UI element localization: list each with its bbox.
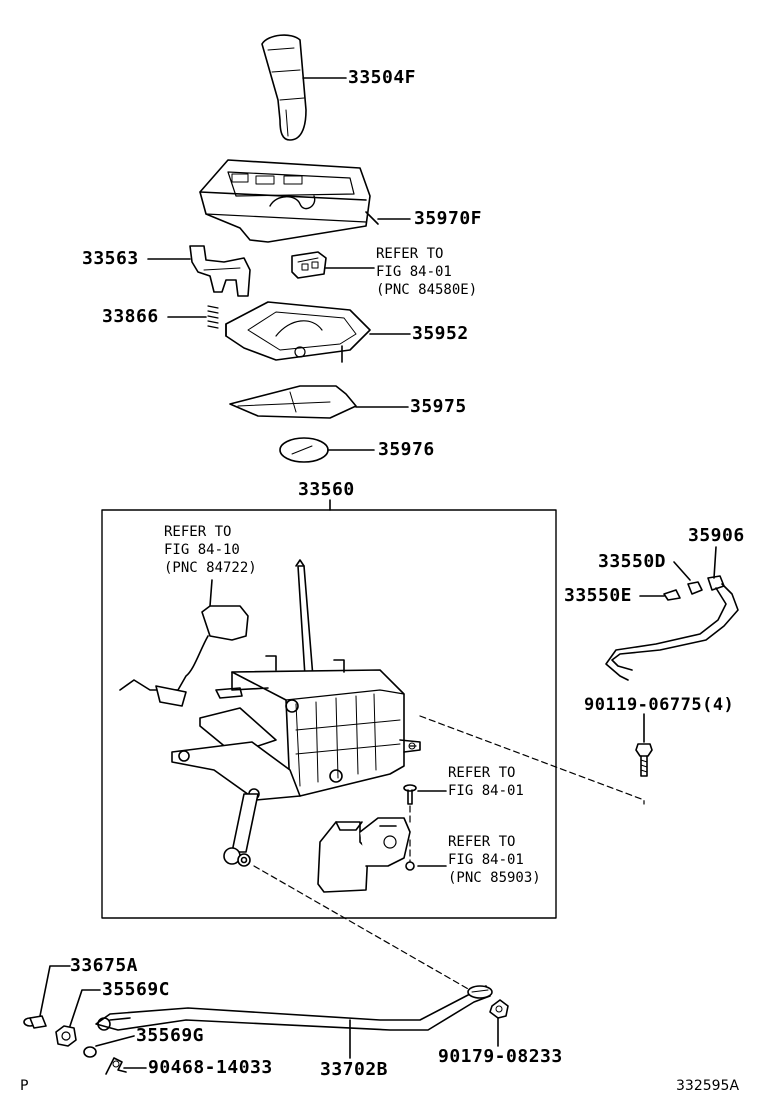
shift-knob <box>261 34 307 141</box>
washer-35569G <box>83 1046 97 1058</box>
control-link <box>223 793 259 867</box>
shifter-housing <box>171 655 421 801</box>
assembly-box <box>101 509 557 919</box>
lever-bracket <box>189 245 251 297</box>
connector-box <box>291 251 327 279</box>
ref-line: FIG 84-10 <box>164 542 240 558</box>
label-33675A: 33675A <box>70 955 139 976</box>
leader-33675A <box>39 965 71 1017</box>
ref-line: (PNC 84722) <box>164 560 257 576</box>
ref-line: REFER TO <box>448 765 516 781</box>
bolt-90119 <box>635 743 653 777</box>
pin-33675A <box>23 1015 47 1029</box>
ref-line: FIG 84-01 <box>448 783 524 799</box>
ref-note-85903: REFER TO FIG 84-01 (PNC 85903) <box>448 833 541 887</box>
ref-line: REFER TO <box>376 246 444 262</box>
dashed-guides <box>253 715 645 991</box>
solenoid <box>317 817 415 893</box>
footer-illustration-id: 332595A <box>676 1078 740 1094</box>
label-33702B: 33702B <box>320 1059 389 1080</box>
bulb-wiring <box>605 575 739 681</box>
label-33550E: 33550E <box>564 585 633 606</box>
label-35906: 35906 <box>688 525 745 546</box>
ref-note-84580E: REFER TO FIG 84-01 (PNC 84580E) <box>376 245 477 299</box>
ref-line: REFER TO <box>448 834 516 850</box>
label-35976: 35976 <box>378 439 435 460</box>
label-35569G: 35569G <box>136 1025 205 1046</box>
label-35975: 35975 <box>410 396 467 417</box>
leader-35906 <box>713 546 717 579</box>
leader-33550D <box>673 561 691 581</box>
label-33563: 33563 <box>82 248 139 269</box>
ref-note-84-01: REFER TO FIG 84-01 <box>448 764 524 800</box>
label-35970F: 35970F <box>414 208 483 229</box>
bolt <box>403 784 417 805</box>
label-35569C: 35569C <box>102 979 171 1000</box>
leader-35569G <box>95 1035 135 1047</box>
ref-note-84722: REFER TO FIG 84-10 (PNC 84722) <box>164 523 257 577</box>
bushing-35569C <box>55 1025 77 1047</box>
clip-90468 <box>105 1057 127 1075</box>
label-33866: 33866 <box>102 306 159 327</box>
indicator-plate <box>225 301 371 363</box>
leader-35569C <box>69 989 101 1027</box>
cover-sheet <box>229 385 357 419</box>
ref-line: FIG 84-01 <box>376 264 452 280</box>
footer-left-code: P <box>20 1078 29 1094</box>
label-90468-14033: 90468-14033 <box>148 1057 273 1078</box>
label-35952: 35952 <box>412 323 469 344</box>
harness <box>119 579 249 707</box>
ref-line: FIG 84-01 <box>448 852 524 868</box>
label-33504F: 33504F <box>348 67 417 88</box>
ref-line: (PNC 84580E) <box>376 282 478 298</box>
label-90119-06775: 90119-06775(4) <box>584 695 735 715</box>
bottom-linkage <box>95 985 493 1031</box>
disc <box>279 437 329 463</box>
console-panel <box>199 159 379 243</box>
ref-line: (PNC 85903) <box>448 870 541 886</box>
nut-90179 <box>489 999 509 1019</box>
spring <box>207 305 219 329</box>
label-90179-08233: 90179-08233 <box>438 1046 563 1067</box>
ref-line: REFER TO <box>164 524 232 540</box>
label-33560: 33560 <box>298 479 355 500</box>
label-33550D: 33550D <box>598 551 667 572</box>
